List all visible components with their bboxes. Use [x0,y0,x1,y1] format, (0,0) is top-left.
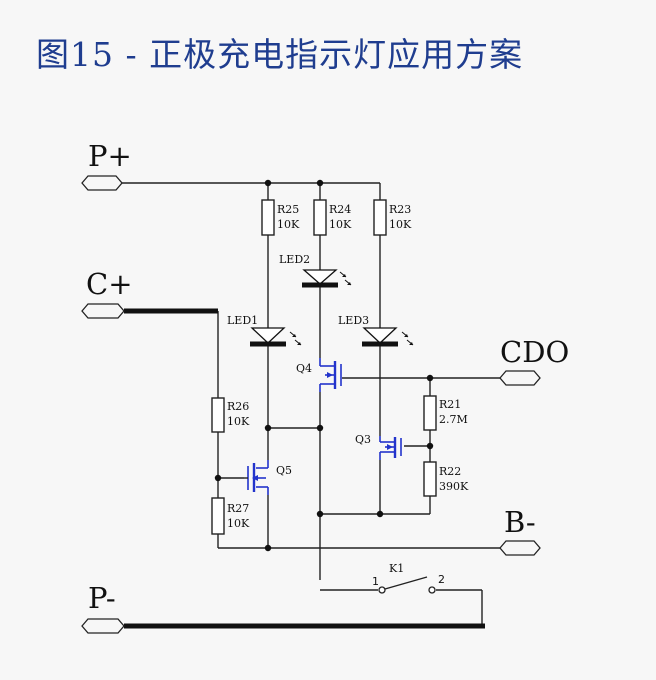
svg-text:LED3: LED3 [338,314,369,327]
heavy-wires [124,308,485,629]
resistor-r26: R26 10K [211,397,250,433]
svg-text:K1: K1 [389,562,404,575]
port-label-b-minus: B- [504,505,536,539]
resistor-r24: R24 10K [313,199,352,236]
port-label-c-plus: C+ [86,267,133,301]
b-minus-connector [499,540,541,556]
resistor-r25: R25 10K [261,199,300,236]
port-label-p-plus: P+ [88,139,132,173]
mosfet-q3: Q3 [355,433,402,460]
p-minus-connector [81,618,125,634]
svg-text:R27: R27 [227,502,249,515]
led-led3: LED3 [338,314,414,347]
svg-text:R25: R25 [277,203,299,216]
resistor-r23: R23 10K [373,199,412,236]
cdo-connector [499,370,541,386]
svg-text:R22: R22 [439,465,461,478]
svg-text:2: 2 [438,573,445,586]
resistor-r22: R22 390K [423,461,469,497]
mosfet-q5: Q5 [244,460,292,495]
svg-text:R24: R24 [329,203,351,216]
svg-text:Q5: Q5 [276,464,292,477]
led-led1: LED1 [227,314,302,347]
svg-text:10K: 10K [277,218,300,231]
svg-text:R26: R26 [227,400,249,413]
svg-text:LED2: LED2 [279,253,310,266]
port-label-cdo: CDO [500,335,569,369]
svg-text:Q4: Q4 [296,362,312,375]
svg-text:390K: 390K [439,480,469,493]
resistor-r27: R27 10K [211,497,250,535]
svg-text:R23: R23 [389,203,411,216]
resistor-r21: R21 2.7M [423,395,468,431]
svg-text:LED1: LED1 [227,314,258,327]
mosfet-q4: Q4 [296,358,342,392]
led-led2: LED2 [279,253,352,288]
port-connectors [81,175,541,634]
junction-dots [214,179,434,552]
switch-k1: 1 2 K1 [372,562,445,594]
svg-text:10K: 10K [329,218,352,231]
p-plus-connector [81,175,123,191]
svg-text:2.7M: 2.7M [439,413,468,426]
svg-text:1: 1 [372,575,379,588]
svg-text:Q3: Q3 [355,433,371,446]
svg-text:R21: R21 [439,398,461,411]
c-plus-connector [81,303,125,319]
page-title: 图15 - 正极充电指示灯应用方案 [36,35,524,74]
port-label-p-minus: P- [88,581,116,615]
svg-text:10K: 10K [389,218,412,231]
svg-text:10K: 10K [227,415,250,428]
svg-text:10K: 10K [227,517,250,530]
